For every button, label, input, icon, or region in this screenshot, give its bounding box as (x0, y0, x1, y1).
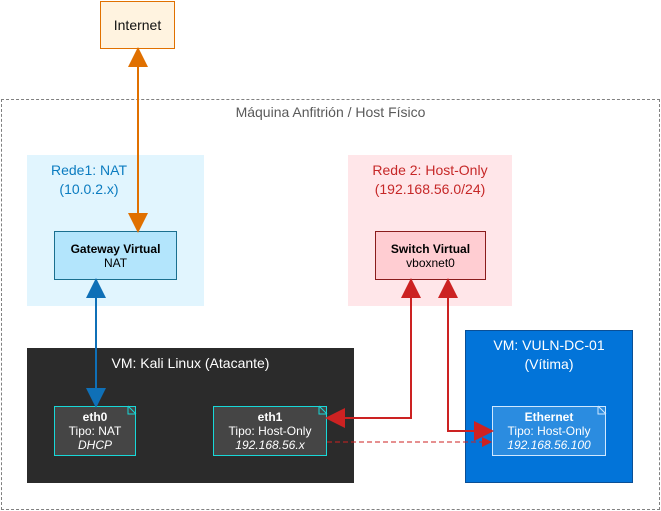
host-boundary (1, 99, 660, 510)
kali-vm-title: VM: Kali Linux (Atacante) (111, 355, 270, 371)
gateway-name: Gateway Virtual (70, 241, 161, 256)
ethernet-type: Tipo: Host-Only (507, 424, 591, 438)
eth1-addr: 192.168.56.x (235, 438, 305, 452)
eth1-name: eth1 (257, 410, 283, 424)
eth0-name: eth0 (82, 410, 108, 424)
eth1-interface: eth1 Tipo: Host-Only 192.168.56.x (213, 406, 327, 456)
internet-node: Internet (100, 1, 175, 49)
vuln-vm-title: VM: VULN-DC-01 (Vítima) (465, 336, 633, 374)
rede1-title-line2: (10.0.2.x) (59, 181, 119, 197)
rede2-title-line1: Rede 2: Host-Only (372, 162, 488, 178)
switch-virtual-node: Switch Virtual vboxnet0 (375, 231, 486, 280)
switch-eth1-link (325, 278, 421, 428)
gateway-virtual-node: Gateway Virtual NAT (54, 231, 177, 280)
eth0-addr: DHCP (77, 438, 112, 452)
eth0-interface: eth0 Tipo: NAT DHCP (54, 406, 136, 456)
rede1-zone (27, 155, 204, 306)
ethernet-addr: 192.168.56.100 (507, 438, 591, 452)
rede1-title: Rede1: NAT (10.0.2.x) (27, 161, 151, 199)
rede2-title: Rede 2: Host-Only (192.168.56.0/24) (348, 161, 512, 199)
host-title: Máquina Anfitrión / Host Físico (235, 104, 426, 120)
internet-label: Internet (113, 17, 162, 33)
eth1-type: Tipo: Host-Only (228, 424, 312, 438)
eth0-type: Tipo: NAT (68, 424, 122, 438)
rede2-title-line2: (192.168.56.0/24) (374, 181, 486, 197)
switch-sub: vboxnet0 (406, 255, 455, 270)
switch-ethernet-link (438, 278, 494, 441)
vuln-title-line2: (Vítima) (524, 356, 574, 372)
ethernet-interface: Ethernet Tipo: Host-Only 192.168.56.100 (492, 406, 606, 456)
rede1-title-line1: Rede1: NAT (51, 162, 127, 178)
gateway-sub: NAT (103, 255, 128, 270)
vuln-title-line1: VM: VULN-DC-01 (493, 337, 605, 353)
switch-name: Switch Virtual (390, 241, 471, 256)
ethernet-name: Ethernet (524, 410, 574, 424)
